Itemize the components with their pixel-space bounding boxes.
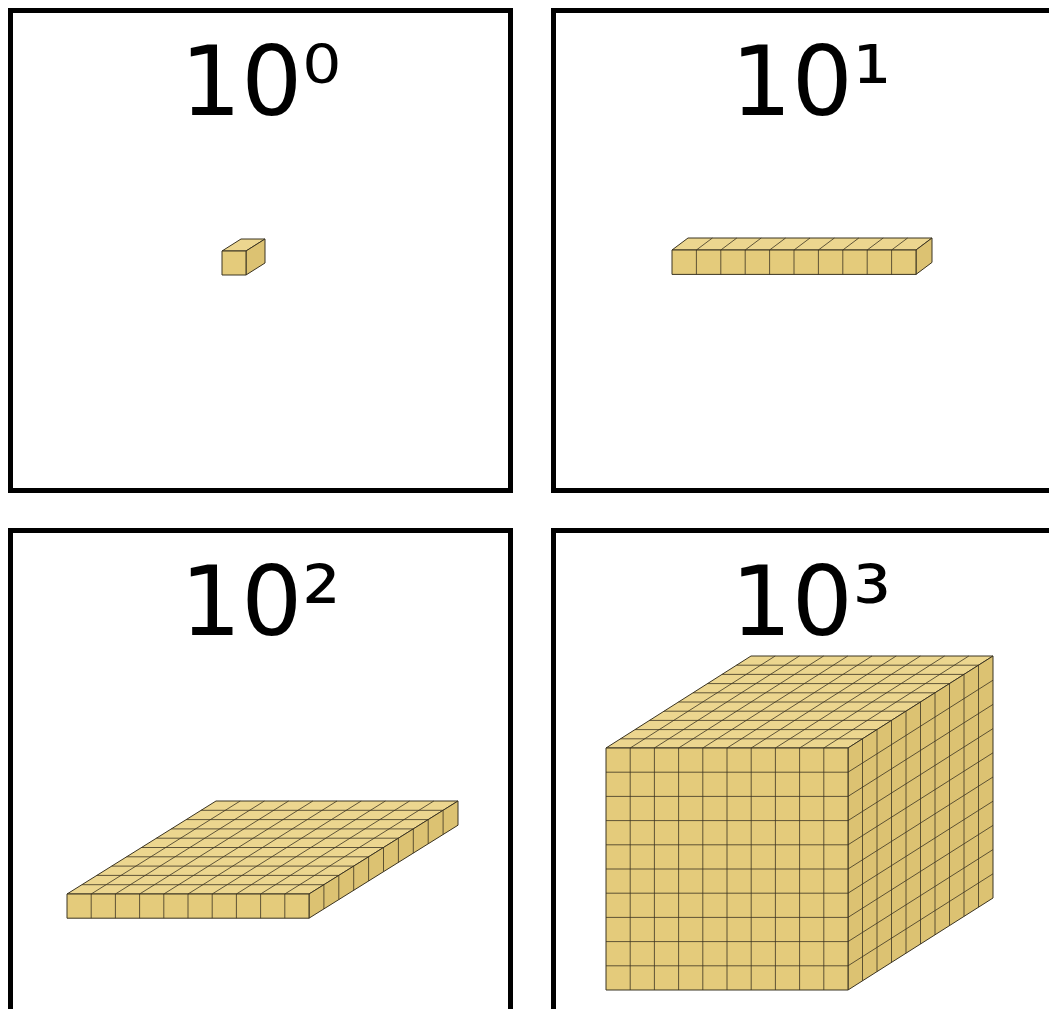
front-face xyxy=(606,748,848,990)
side-face xyxy=(848,656,993,990)
power-panel: 10² xyxy=(8,528,513,1009)
front-face xyxy=(672,250,916,274)
grid-line xyxy=(848,801,993,893)
grid-line xyxy=(818,238,834,250)
grid-line xyxy=(606,772,848,773)
front-face xyxy=(222,251,246,275)
grid-line xyxy=(794,250,795,274)
grid-line xyxy=(842,250,843,274)
grid-line xyxy=(606,917,848,918)
grid-line xyxy=(91,894,92,918)
grid-line xyxy=(284,894,285,918)
base-ten-block xyxy=(606,656,993,990)
grid-line xyxy=(769,250,770,274)
grid-line xyxy=(606,844,848,845)
grid-line xyxy=(606,796,848,797)
power-label: 10⁰ xyxy=(13,13,508,130)
base-ten-block xyxy=(222,239,265,275)
grid-line xyxy=(794,238,810,250)
grid-line xyxy=(443,810,444,834)
side-face xyxy=(246,239,265,275)
grid-line xyxy=(721,238,737,250)
grid-line xyxy=(843,238,859,250)
power-label: 10² xyxy=(13,533,508,650)
grid-line xyxy=(428,820,429,844)
grid-line xyxy=(115,894,116,918)
power-panel: 10¹ xyxy=(551,8,1049,493)
grid-line xyxy=(163,894,164,918)
grid-line xyxy=(818,250,819,274)
power-label: 10³ xyxy=(556,533,1049,650)
grid-line xyxy=(368,857,369,881)
grid-line xyxy=(848,777,993,869)
grid-line xyxy=(139,894,140,918)
grid-line xyxy=(891,250,892,274)
grid-line xyxy=(353,866,354,890)
side-face xyxy=(309,801,458,918)
power-label: 10¹ xyxy=(556,13,1049,130)
grid-line xyxy=(848,874,993,966)
grid-line xyxy=(696,238,712,250)
grid-line xyxy=(664,711,906,712)
grid-line xyxy=(606,869,848,870)
grid-line xyxy=(127,856,369,857)
grid-line xyxy=(338,875,339,899)
grid-line xyxy=(188,894,189,918)
grid-line xyxy=(112,866,354,867)
grid-line xyxy=(848,704,993,796)
grid-line xyxy=(693,692,935,693)
grid-line xyxy=(708,683,950,684)
grid-line xyxy=(720,250,721,274)
grid-line xyxy=(260,894,261,918)
grid-line xyxy=(413,829,414,853)
grid-line xyxy=(201,810,443,811)
grid-line xyxy=(848,680,993,772)
grid-line xyxy=(679,702,921,703)
power-panel: 10³ xyxy=(551,528,1049,1009)
grid-line xyxy=(383,848,384,872)
grid-line xyxy=(606,965,848,966)
grid-line xyxy=(398,838,399,862)
grid-line xyxy=(212,894,213,918)
grid-line xyxy=(606,893,848,894)
grid-line xyxy=(635,729,877,730)
grid-line xyxy=(892,238,908,250)
grid-line xyxy=(848,850,993,942)
grid-line xyxy=(621,738,863,739)
front-face xyxy=(67,894,309,918)
base-ten-block xyxy=(67,801,458,918)
grid-line xyxy=(171,828,413,829)
grid-line xyxy=(722,674,964,675)
grid-line xyxy=(606,820,848,821)
grid-line xyxy=(737,665,979,666)
grid-line xyxy=(142,847,384,848)
grid-line xyxy=(323,885,324,909)
grid-line xyxy=(606,941,848,942)
grid-line xyxy=(696,250,697,274)
grid-line xyxy=(867,250,868,274)
grid-line xyxy=(156,838,398,839)
grid-line xyxy=(867,238,883,250)
grid-line xyxy=(848,729,993,821)
grid-line xyxy=(97,875,339,876)
grid-line xyxy=(650,720,892,721)
grid-line xyxy=(848,753,993,845)
grid-line xyxy=(745,238,761,250)
top-face xyxy=(672,238,932,250)
grid-line xyxy=(82,884,324,885)
grid-line xyxy=(236,894,237,918)
power-panel: 10⁰ xyxy=(8,8,513,493)
grid-line xyxy=(848,825,993,917)
grid-line xyxy=(770,238,786,250)
side-face xyxy=(916,238,932,274)
base-ten-block xyxy=(672,238,932,274)
grid-line xyxy=(186,819,428,820)
grid-line xyxy=(745,250,746,274)
